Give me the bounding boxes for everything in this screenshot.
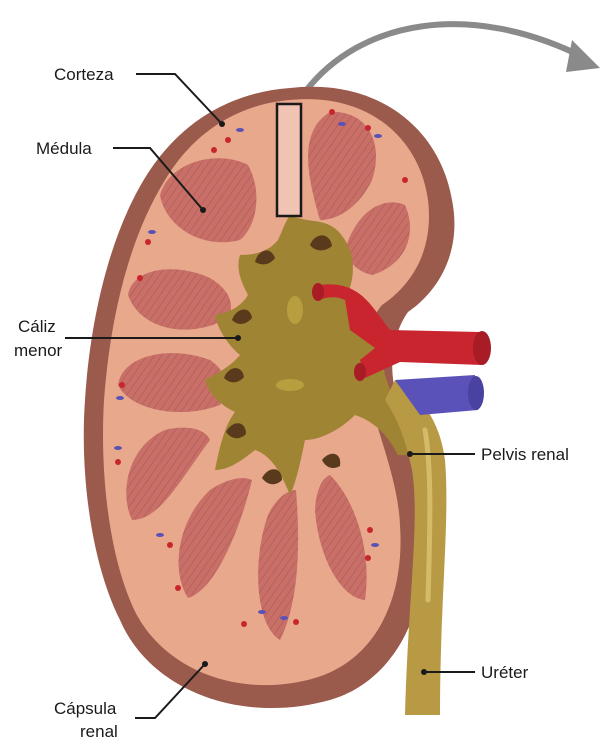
label-caliz-line1: Cáliz — [18, 317, 56, 336]
zoom-arrow-icon — [305, 24, 585, 92]
artery-branch-opening — [354, 363, 366, 381]
pelvis-highlight — [276, 379, 304, 391]
pelvis-highlight — [287, 296, 303, 324]
label-capsula-line1: Cápsula — [54, 699, 117, 718]
vein-opening — [468, 376, 484, 410]
artery-opening — [473, 331, 491, 365]
zoom-box — [277, 104, 301, 216]
label-capsula-line2: renal — [80, 722, 118, 741]
artery-branch-opening — [312, 283, 324, 301]
label-medula: Médula — [36, 139, 92, 158]
label-corteza: Corteza — [54, 65, 114, 84]
zoom-arrowhead-icon — [566, 40, 600, 72]
label-pelvis: Pelvis renal — [481, 445, 569, 464]
label-ureter: Uréter — [481, 663, 529, 682]
label-caliz-line2: menor — [14, 341, 63, 360]
